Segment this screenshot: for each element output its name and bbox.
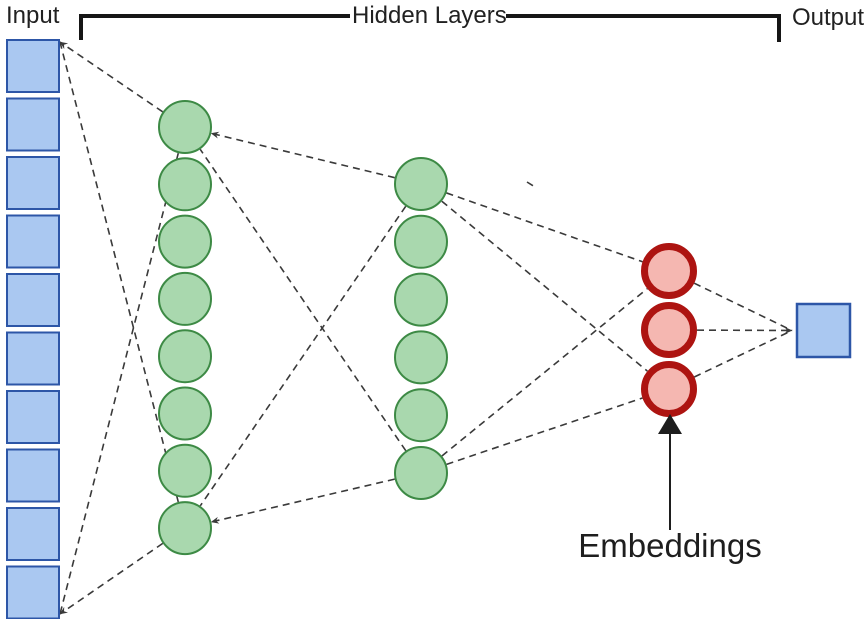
- connection-edge: [446, 192, 643, 263]
- hidden-layer-2: [394, 157, 448, 500]
- pointer-arrowhead-icon: [658, 414, 682, 434]
- connection-edge: [210, 478, 395, 524]
- hidden-layer-1-node: [158, 157, 212, 212]
- connection-edge: [59, 41, 164, 113]
- connection-edge: [441, 288, 648, 457]
- hidden-layer-2-node: [394, 330, 448, 385]
- hidden-layer-1-node: [158, 214, 212, 269]
- input-node: [6, 214, 60, 269]
- connection-edge: [199, 205, 407, 507]
- hidden-layer-1-node: [158, 443, 212, 498]
- output-layer-label: Output: [792, 4, 865, 31]
- input-node: [6, 39, 60, 93]
- hidden-layers-bracket: [79, 14, 781, 42]
- bracket-left: [79, 14, 350, 40]
- hidden-layer-1-node: [158, 271, 212, 326]
- hidden-layer-1-node: [158, 100, 212, 154]
- connection-edge: [446, 397, 643, 466]
- hidden-layer-2-node: [394, 157, 448, 211]
- input-layer: [6, 39, 60, 619]
- hidden-layers-label: Hidden Layers: [352, 2, 507, 29]
- input-layer-label: Input: [6, 2, 60, 29]
- embeddings-layer-node: [641, 243, 697, 299]
- hidden-layer-2-node: [394, 272, 448, 327]
- connection-edge: [59, 542, 164, 615]
- connection-edge: [693, 329, 793, 378]
- input-node: [6, 390, 60, 444]
- embeddings-layer: [641, 243, 697, 417]
- input-node: [6, 156, 60, 210]
- connection-edge: [59, 152, 180, 615]
- connection-edge: [199, 148, 407, 452]
- connection-edge: [210, 131, 395, 179]
- embeddings-layer-node: [641, 302, 697, 358]
- input-node: [6, 273, 60, 327]
- embeddings-label: Embeddings: [578, 527, 762, 564]
- input-node: [6, 97, 60, 152]
- connection-edge: [693, 282, 793, 332]
- input-node: [6, 507, 60, 561]
- input-node: [6, 448, 60, 503]
- output-node: [795, 302, 852, 359]
- connection-edges: [59, 41, 793, 615]
- bracket-right: [506, 14, 781, 42]
- hidden-layer-1: [158, 100, 212, 556]
- hidden-layer-2-node: [394, 214, 448, 269]
- input-node: [6, 331, 60, 386]
- embeddings-layer-node: [641, 361, 697, 417]
- hidden-layer-1-node: [158, 329, 212, 384]
- input-node: [6, 565, 60, 619]
- hidden-layer-2-node: [394, 446, 448, 500]
- hidden-layer-1-node: [158, 501, 212, 556]
- embeddings-pointer-arrow: [658, 414, 682, 530]
- connection-edge: [441, 200, 648, 372]
- hidden-layer-1-node: [158, 386, 212, 441]
- hidden-layer-2-node: [394, 388, 448, 443]
- stray-dash: [526, 181, 536, 188]
